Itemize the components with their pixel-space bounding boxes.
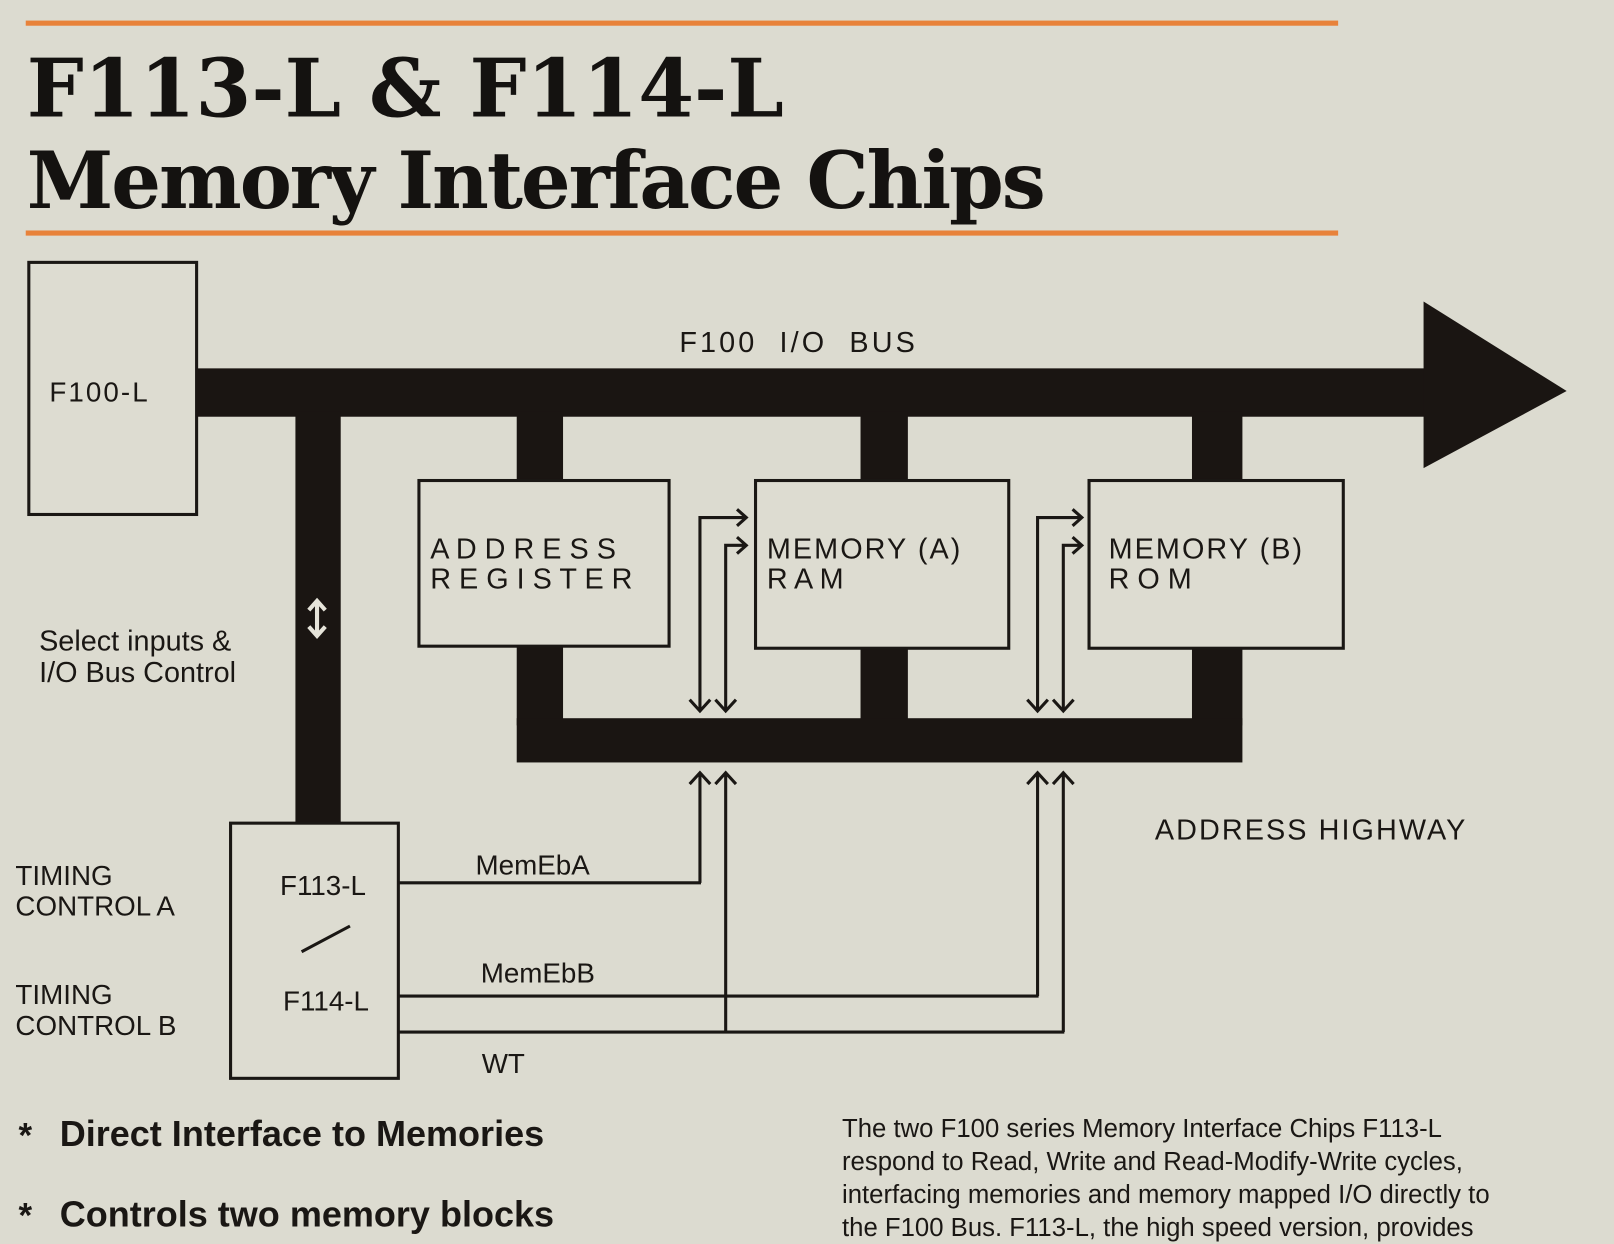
select-label-1: Select inputs & <box>39 625 231 657</box>
bus-stub <box>860 411 908 484</box>
address-highway-label: ADDRESS HIGHWAY <box>1155 815 1468 847</box>
title-line-1: F113-L & F114-L <box>27 41 784 135</box>
paragraph-line: The two F100 series Memory Interface Chi… <box>842 1115 1442 1143</box>
memory-b-label-1: MEMORY (B) <box>1109 534 1305 566</box>
select-label-2: I/O Bus Control <box>39 657 236 689</box>
bus-stub <box>1191 411 1243 484</box>
enable-arrows-b <box>1026 508 1085 1033</box>
paragraph-line: interfacing memories and memory mapped I… <box>842 1181 1490 1209</box>
paragraph-line: respond to Read, Write and Read-Modify-W… <box>842 1148 1463 1176</box>
top-rule <box>25 20 1339 26</box>
bullet-marker: * <box>19 1197 33 1236</box>
memory-b-box <box>1087 478 1345 650</box>
timing-a-1: TIMING <box>15 860 112 891</box>
memeba-label: MemEbA <box>476 850 591 881</box>
memory-a-label-2: R A M <box>767 564 844 596</box>
memory-b-label-2: R O M <box>1109 564 1192 596</box>
address-register-label-2: R E G I S T E R <box>430 564 632 596</box>
title-line-2: Memory Interface Chips <box>27 136 1044 227</box>
bus-arrow-head <box>1423 301 1567 469</box>
bus-label: F100 I/O BUS <box>679 327 918 359</box>
address-register-label-1: A D D R E S S <box>430 534 616 566</box>
bullet-item: Direct Interface to Memories <box>60 1113 544 1154</box>
chip-slash <box>300 924 351 954</box>
highway-stub <box>516 643 564 726</box>
bullet-item: Controls two memory blocks <box>60 1194 554 1235</box>
timing-b-1: TIMING <box>15 979 112 1010</box>
paragraph-line: the F100 Bus. F113-L, the high speed ver… <box>842 1214 1474 1242</box>
bottom-rule <box>25 230 1339 236</box>
feature-bullets: * Direct Interface to Memories * Control… <box>19 1113 555 1235</box>
f113-f114-chip-box <box>229 821 400 1080</box>
up-down-arrow-icon <box>307 597 327 639</box>
block-diagram: F100-L F100 I/O BUS ADDRESS HIGHWAY A D … <box>15 260 1567 1080</box>
memebb-label: MemEbB <box>481 958 595 989</box>
timing-a-2: CONTROL A <box>15 891 175 922</box>
address-highway <box>516 718 1243 763</box>
f100-l-box <box>27 260 199 517</box>
timing-b-2: CONTROL B <box>15 1010 176 1041</box>
memory-a-label-1: MEMORY (A) <box>767 534 963 566</box>
wt-label: WT <box>482 1048 525 1079</box>
f100-l-label: F100-L <box>49 376 149 407</box>
chip-label-bottom: F114-L <box>283 985 369 1016</box>
description-paragraph: The two F100 series Memory Interface Chi… <box>842 1115 1490 1242</box>
chip-label-top: F113-L <box>280 870 366 901</box>
highway-stub <box>1191 643 1243 726</box>
bus-stub <box>516 411 564 484</box>
address-register-box <box>417 478 671 648</box>
io-bus <box>196 368 1427 417</box>
enable-arrows-a <box>688 508 749 1033</box>
highway-stub <box>860 643 908 726</box>
bullet-marker: * <box>19 1116 33 1155</box>
memory-a-box <box>753 478 1011 650</box>
